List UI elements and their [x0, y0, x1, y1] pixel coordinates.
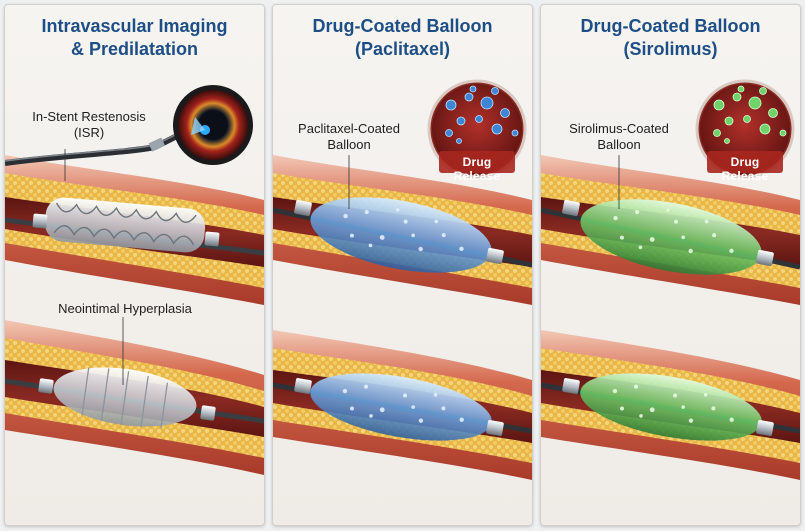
panel-title-line1: Intravascular Imaging — [41, 16, 228, 36]
panel-illustration — [541, 79, 800, 480]
sirolimus-drug-release-icon — [695, 79, 795, 179]
panel-title-line2: & Predilatation — [70, 39, 199, 59]
panel-title: Intravascular Imaging & Predilatation — [5, 15, 264, 61]
isr-label: In-Stent Restenosis (ISR) — [19, 109, 159, 141]
panel-illustration — [5, 85, 264, 475]
panel-title: Drug-Coated Balloon (Paclitaxel) — [273, 15, 532, 61]
panel-intravascular-imaging: Intravascular Imaging & Predilatation — [4, 4, 265, 526]
paclitaxel-balloon-inflated — [273, 197, 532, 273]
panel-illustration — [273, 79, 532, 480]
stent-with-restenosis — [5, 197, 264, 256]
sirolimus-balloon-treated-segment — [541, 373, 800, 441]
paclitaxel-balloon-label-line1: Paclitaxel-Coated — [298, 121, 400, 136]
panel-title: Drug-Coated Balloon (Sirolimus) — [541, 15, 800, 61]
sirolimus-balloon-label-line1: Sirolimus-Coated — [569, 121, 669, 136]
sirolimus-balloon-label-line2: Balloon — [597, 137, 641, 152]
ivus-cross-section-icon — [173, 85, 253, 165]
panel-sirolimus-dcb: Drug-Coated Balloon (Sirolimus) — [540, 4, 801, 526]
isr-label-line2: (ISR) — [73, 125, 105, 140]
neointimal-hyperplasia-label: Neointimal Hyperplasia — [58, 301, 192, 316]
predilatation-balloon — [5, 367, 264, 429]
drug-release-label: Drug Release — [721, 155, 769, 183]
paclitaxel-balloon-label: Paclitaxel-Coated Balloon — [279, 121, 419, 153]
drug-release-label: Drug Release — [453, 155, 501, 183]
sirolimus-balloon-inflated — [541, 199, 800, 275]
paclitaxel-balloon-treated-segment — [273, 373, 532, 441]
isr-label-line1: In-Stent Restenosis — [32, 109, 146, 124]
panel-paclitaxel-dcb: Drug-Coated Balloon (Paclitaxel) — [272, 4, 533, 526]
panel-title-line1: Drug-Coated Balloon — [312, 16, 493, 36]
imaging-catheter — [5, 130, 185, 166]
paclitaxel-drug-release-icon — [427, 79, 527, 179]
panel-title-line1: Drug-Coated Balloon — [580, 16, 761, 36]
panel-title-line2: (Sirolimus) — [623, 39, 718, 59]
paclitaxel-balloon-label-line2: Balloon — [327, 137, 371, 152]
sirolimus-balloon-label: Sirolimus-Coated Balloon — [549, 121, 689, 153]
panel-title-line2: (Paclitaxel) — [354, 39, 451, 59]
